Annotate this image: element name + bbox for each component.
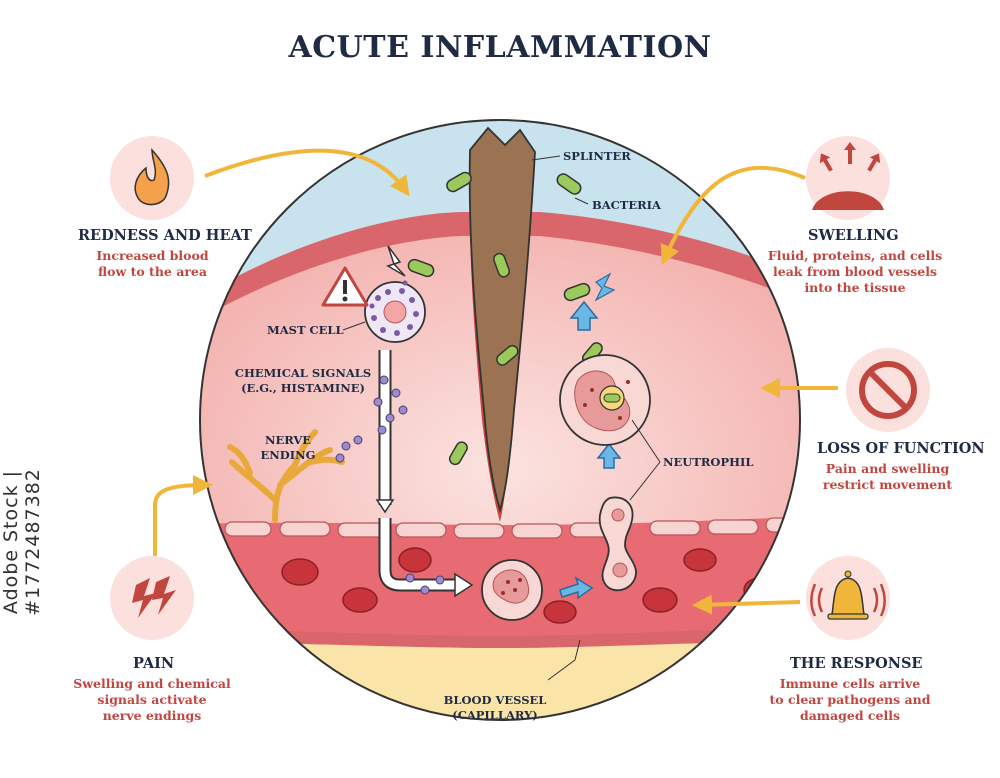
response-heading: THE RESPONSE bbox=[790, 655, 923, 672]
loss-of-function-desc-line: restrict movement bbox=[822, 477, 953, 492]
pain-desc-line: signals activate bbox=[97, 692, 207, 707]
lightning-icon bbox=[386, 245, 406, 277]
bacteria-group bbox=[407, 171, 603, 466]
pain-desc-line: Swelling and chemical bbox=[73, 676, 231, 691]
response-desc-line: Immune cells arrive bbox=[779, 676, 921, 691]
splinter-label: SPLINTER bbox=[563, 149, 631, 163]
response-desc-line: to clear pathogens and bbox=[769, 692, 931, 707]
redness-heat-icon bbox=[110, 136, 194, 220]
neutrophil-in-vessel bbox=[481, 559, 543, 621]
pain-heading: PAIN bbox=[133, 655, 175, 672]
connector-arrows bbox=[153, 148, 838, 615]
blood-vessel-label: BLOOD VESSEL (CAPILLARY) bbox=[440, 693, 550, 723]
nerve-ending-line: ENDING bbox=[260, 448, 316, 462]
swelling-description: Fluid, proteins, and cells leak from blo… bbox=[760, 248, 950, 296]
redness-heat-desc-line: flow to the area bbox=[98, 264, 207, 279]
blood-vessel-line: BLOOD VESSEL bbox=[443, 693, 547, 707]
splinter-icon bbox=[468, 126, 536, 522]
loss-of-function-desc-line: Pain and swelling bbox=[825, 461, 950, 476]
mast-cell-label: MAST CELL bbox=[267, 323, 344, 337]
response-description: Immune cells arrive to clear pathogens a… bbox=[765, 676, 935, 724]
blood-vessel-line: (CAPILLARY) bbox=[452, 708, 538, 722]
bacteria-label: BACTERIA bbox=[592, 198, 661, 212]
chemical-signals-line: CHEMICAL SIGNALS bbox=[234, 366, 372, 380]
pain-desc-line: nerve endings bbox=[102, 708, 202, 723]
response-bell-icon bbox=[806, 556, 890, 640]
swelling-desc-line: leak from blood vessels bbox=[773, 264, 937, 279]
stock-id-watermark: Adobe Stock | #1772487382 bbox=[0, 0, 44, 778]
loss-of-function-icon bbox=[846, 348, 930, 432]
nerve-ending-label: NERVE ENDING bbox=[258, 433, 318, 463]
leader-lines bbox=[342, 155, 661, 681]
chemical-signals-line: (E.G., HISTAMINE) bbox=[241, 381, 365, 395]
swelling-heading: SWELLING bbox=[808, 227, 899, 244]
redness-heat-heading: REDNESS AND HEAT bbox=[78, 227, 252, 244]
pain-icon bbox=[110, 556, 194, 640]
nerve-ending-line: NERVE bbox=[264, 433, 312, 447]
response-desc-line: damaged cells bbox=[799, 708, 901, 723]
swelling-desc-line: Fluid, proteins, and cells bbox=[767, 248, 943, 263]
loss-of-function-heading: LOSS OF FUNCTION bbox=[817, 440, 985, 457]
lightning-icon-2 bbox=[594, 272, 616, 302]
stock-id-text: Adobe Stock | #1772487382 bbox=[0, 468, 44, 616]
warning-icon bbox=[321, 266, 369, 307]
pain-description: Swelling and chemical signals activate n… bbox=[62, 676, 242, 724]
neutrophil-diapedesis bbox=[598, 496, 637, 592]
neutrophil-phagocyte bbox=[559, 354, 651, 446]
loss-of-function-description: Pain and swelling restrict movement bbox=[800, 461, 975, 493]
nerve-ending-icon bbox=[227, 429, 345, 523]
swelling-desc-line: into the tissue bbox=[804, 280, 906, 295]
redness-heat-desc-line: Increased blood bbox=[96, 248, 209, 263]
page-title: ACUTE INFLAMMATION bbox=[288, 30, 712, 65]
histamine-dots bbox=[335, 375, 445, 595]
redness-heat-description: Increased blood flow to the area bbox=[60, 248, 245, 280]
migration-arrows bbox=[559, 300, 622, 600]
chemical-signals-label: CHEMICAL SIGNALS (E.G., HISTAMINE) bbox=[228, 366, 378, 396]
mast-cell-icon bbox=[364, 280, 426, 343]
swelling-icon bbox=[806, 136, 890, 220]
neutrophil-label: NEUTROPHIL bbox=[663, 455, 754, 469]
